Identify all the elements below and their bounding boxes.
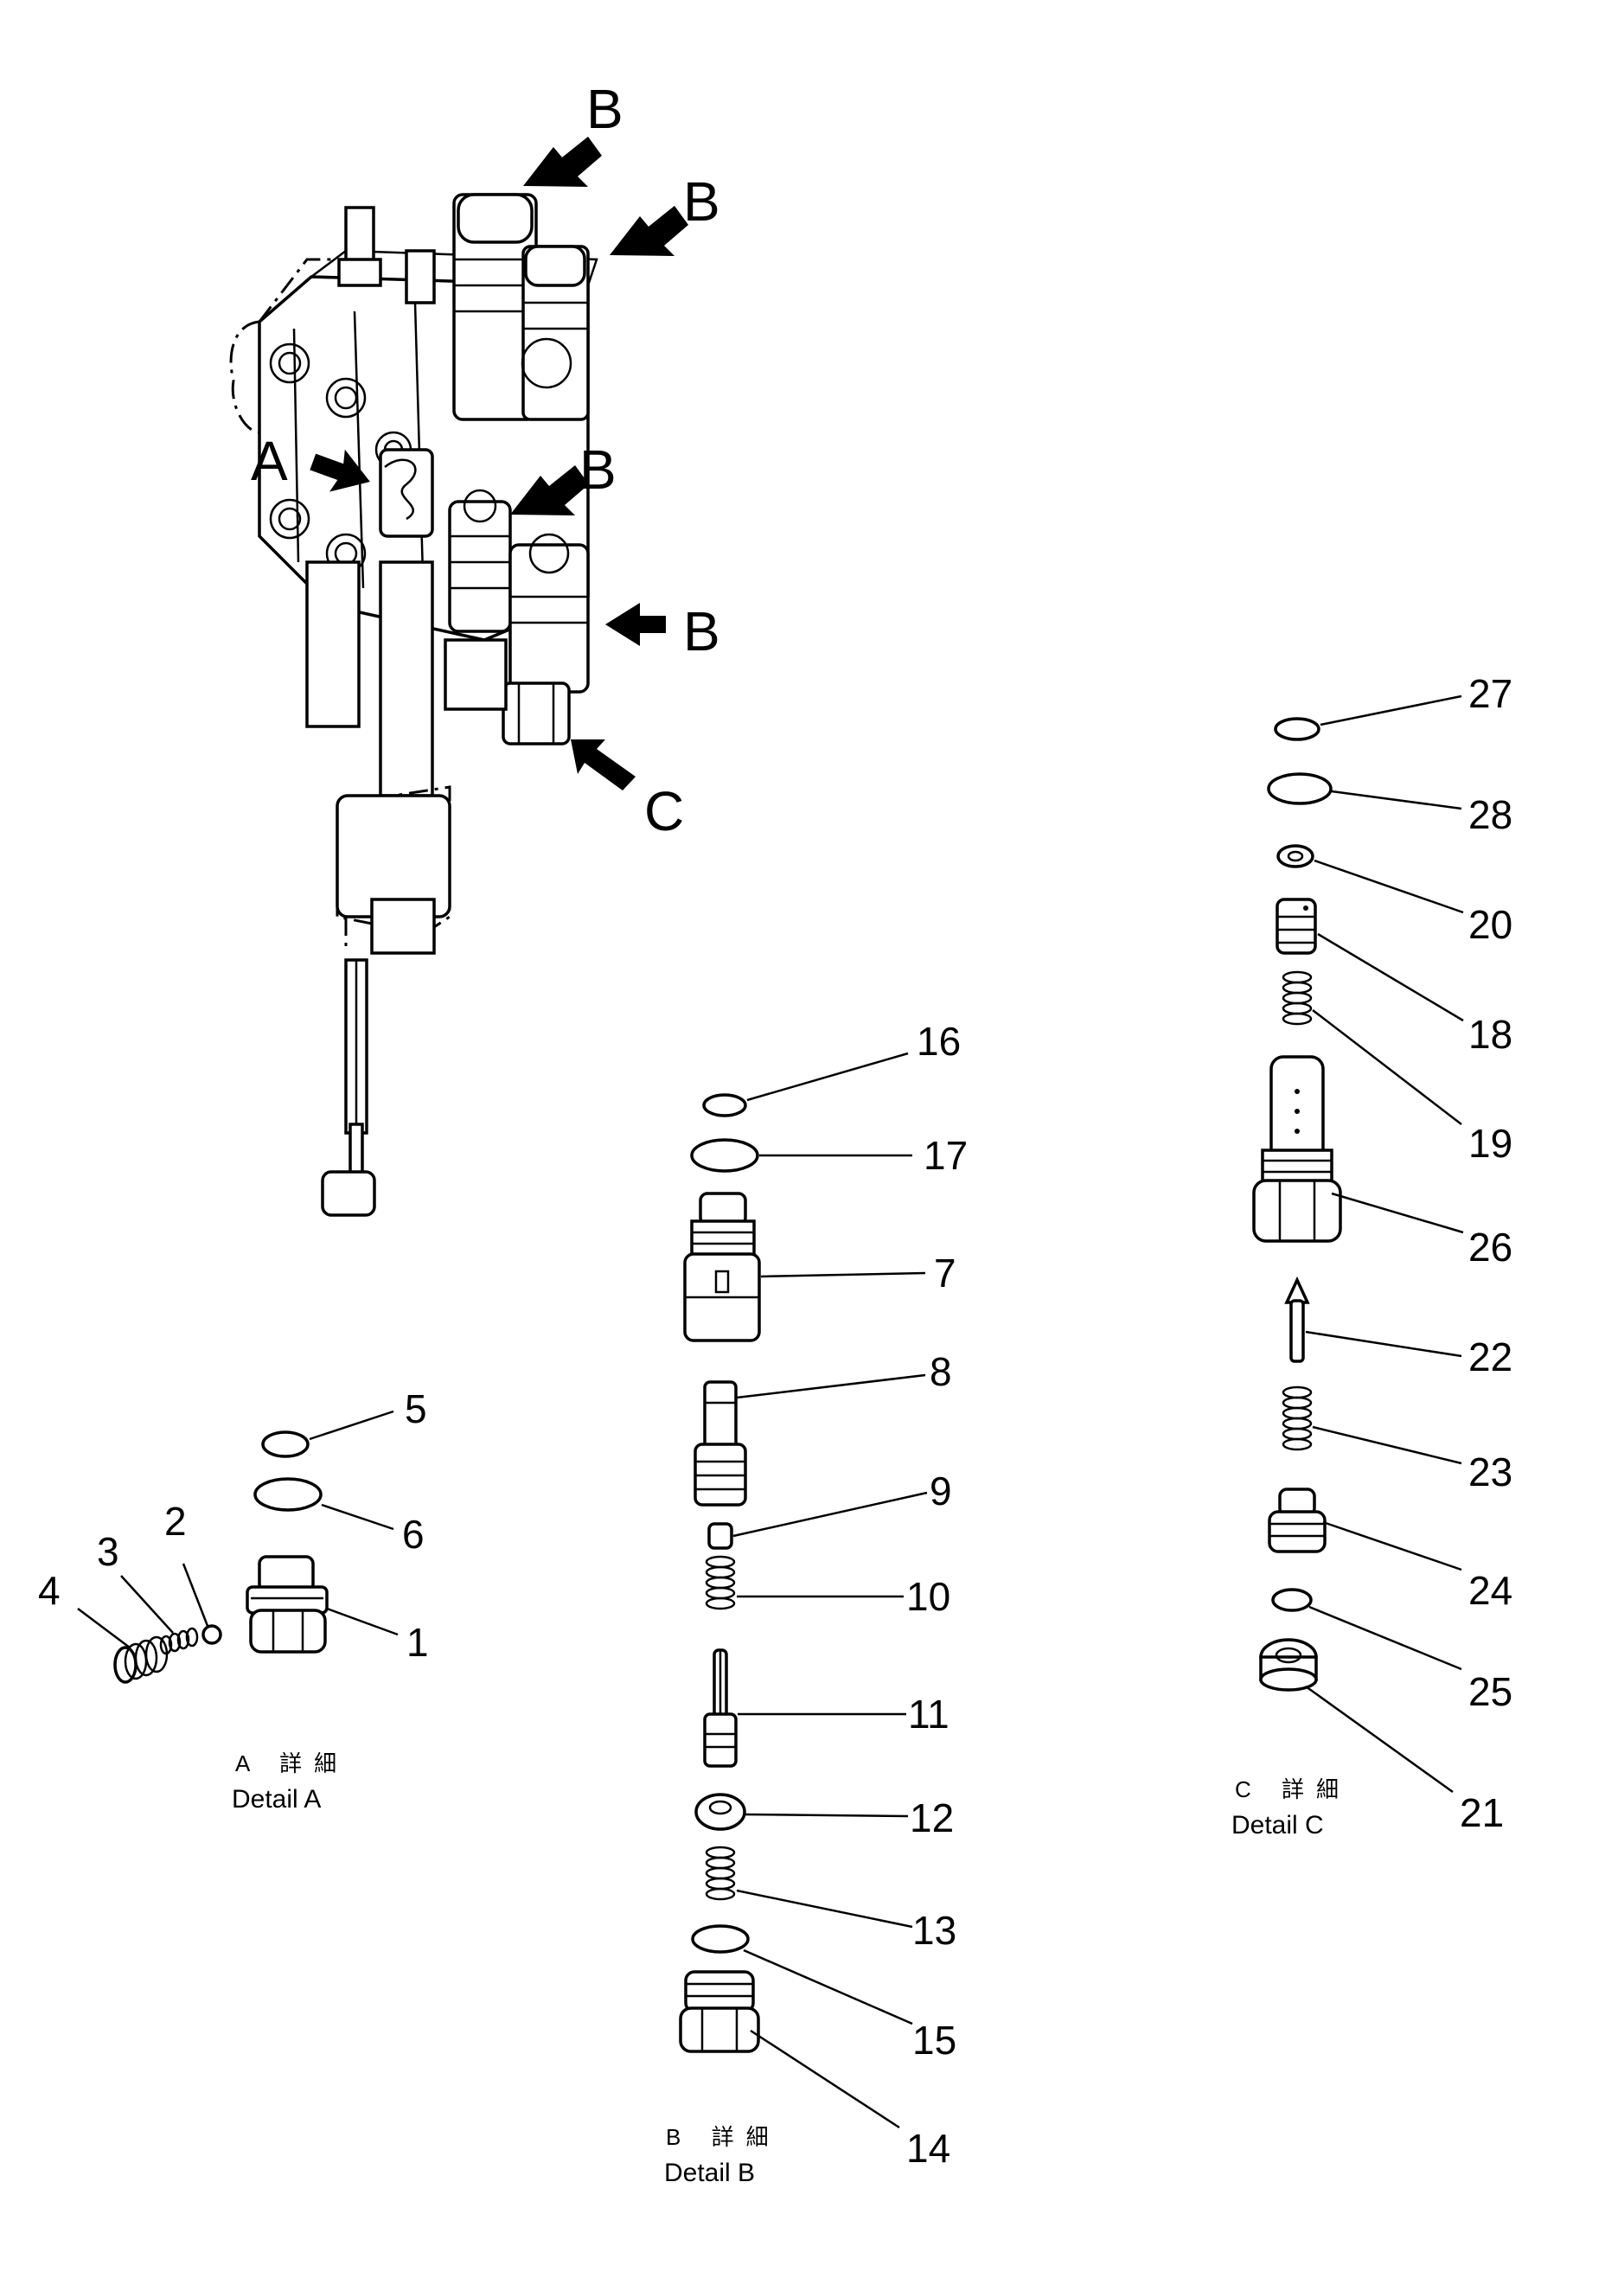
spring-10 [705, 1555, 736, 1610]
callout-7: 7 [934, 1251, 956, 1296]
o-ring-26 [1271, 1588, 1313, 1612]
detail-b-caption-en: Detail B [664, 2159, 755, 2187]
o-ring-5 [261, 1430, 310, 1458]
detail-a: 5 6 1 2 3 [38, 1386, 429, 1814]
spring-20 [1282, 970, 1313, 1026]
o-ring-17 [690, 1138, 759, 1173]
callout-16: 16 [917, 1019, 961, 1064]
detail-arrows: B B A B B C [251, 78, 720, 842]
callout-12: 12 [910, 1795, 954, 1840]
main-shaft [379, 560, 434, 797]
poppet-8 [694, 1380, 747, 1507]
detail-c-caption-jp: C 詳細 [1235, 1776, 1351, 1802]
callout-24: 24 [1468, 1568, 1512, 1613]
detail-a-caption-jp: A 詳細 [235, 1750, 348, 1776]
arrow-letter-c: C [644, 780, 684, 842]
relief-valve-a [379, 448, 434, 538]
callout-25: 21 [1460, 1790, 1504, 1835]
o-ring-16 [702, 1093, 747, 1117]
piston-11 [703, 1648, 738, 1768]
callout-14: 14 [906, 2126, 950, 2171]
plunger-19 [1276, 898, 1317, 955]
rod-end [321, 1170, 376, 1217]
arrow-b-top-right: B [610, 170, 720, 256]
detail-c: 27 28 20 18 19 [1231, 671, 1512, 1840]
arrow-letter-b: B [683, 170, 720, 233]
arrow-letter-b: B [579, 438, 617, 501]
callout-1: 1 [406, 1620, 429, 1665]
callout-4: 4 [38, 1568, 61, 1613]
relief-valve-front-b [448, 489, 512, 633]
callout-17: 17 [924, 1133, 968, 1178]
needle-22 [1284, 1276, 1310, 1363]
plug-14 [679, 1970, 760, 2053]
arrow-a: A [251, 430, 370, 492]
arrow-b-right: B [605, 600, 720, 662]
detail-c-caption-en: Detail C [1231, 1811, 1324, 1840]
plug-1 [246, 1555, 329, 1654]
spring-4 [113, 1635, 169, 1684]
arrow-b-middle: B [510, 438, 617, 515]
relief-valve-top [452, 193, 538, 421]
adjuster-24 [1268, 1488, 1327, 1553]
callout-5: 5 [405, 1386, 427, 1431]
callout-18: 26 [1468, 1225, 1512, 1270]
detail-b: 16 17 7 8 9 [664, 1019, 968, 2187]
callout-10: 10 [906, 1574, 950, 1619]
lower-housing-left [305, 560, 361, 728]
sleeve-7 [683, 1192, 761, 1342]
piston-9 [707, 1522, 733, 1550]
callout-20: 19 [1468, 1121, 1512, 1166]
callout-23: 23 [1468, 1449, 1512, 1494]
o-ring-27 [1274, 717, 1320, 741]
valve-body-18 [1252, 1055, 1342, 1243]
nut-25 [1259, 1638, 1318, 1692]
callout-6: 6 [402, 1512, 425, 1557]
arrow-b-top: B [523, 78, 623, 187]
callout-9: 9 [930, 1469, 952, 1513]
arrow-letter-a: A [251, 430, 288, 492]
relief-valve-side-b [508, 533, 590, 694]
detail-b-caption-jp: B 詳細 [666, 2124, 781, 2150]
callout-2: 2 [164, 1499, 187, 1544]
washer-21 [1276, 844, 1314, 868]
ball-2 [201, 1624, 222, 1645]
arrow-letter-b: B [683, 600, 720, 662]
arrow-c: C [571, 739, 684, 842]
callout-8: 8 [930, 1349, 952, 1394]
callout-28: 28 [1468, 792, 1512, 837]
spring-13 [705, 1846, 736, 1901]
o-ring-6 [253, 1477, 323, 1512]
control-valve-assembly [229, 193, 598, 1217]
relief-valve-c [502, 681, 571, 745]
o-ring-15 [691, 1924, 750, 1954]
callout-27: 27 [1468, 671, 1512, 716]
callout-15: 15 [912, 2018, 956, 2063]
relief-valve-top-2 [521, 245, 590, 421]
o-ring-28 [1267, 772, 1333, 805]
callout-3: 3 [97, 1529, 119, 1574]
spring-23 [1282, 1385, 1313, 1451]
callout-11: 11 [908, 1692, 949, 1737]
callout-19: 18 [1468, 1012, 1512, 1057]
callout-26: 25 [1468, 1669, 1512, 1714]
callout-21: 20 [1468, 902, 1512, 947]
arrow-letter-b: B [586, 78, 623, 140]
callout-22: 22 [1468, 1334, 1512, 1379]
callout-13: 13 [912, 1908, 956, 1953]
detail-a-caption-en: Detail A [232, 1785, 321, 1814]
seat-12 [694, 1793, 746, 1831]
